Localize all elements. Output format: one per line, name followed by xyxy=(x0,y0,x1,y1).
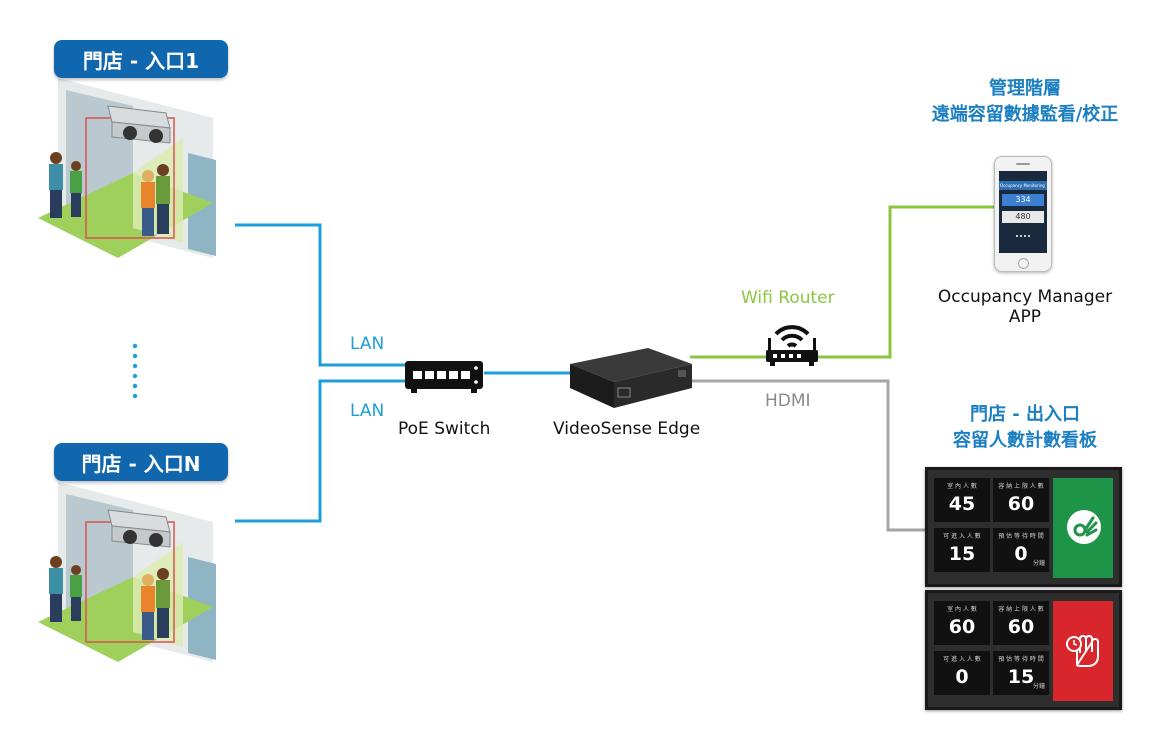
store-entrance-1-label: 門店 - 入口1 xyxy=(54,40,228,78)
occupancy-board-green: 室 內 人 數 45 容 納 上 限 人 數 60 可 進 入 人 數 15 預… xyxy=(925,467,1122,587)
phone-screen: Occupancy Monitoring 334 480 xyxy=(999,171,1047,253)
phone-value-1: 334 xyxy=(1002,194,1044,206)
app-label: Occupancy Manager APP xyxy=(925,287,1125,327)
app-label-line1: Occupancy Manager xyxy=(937,287,1113,307)
cell-value: 45 xyxy=(948,493,976,515)
camera-icon xyxy=(107,105,171,144)
lan-line-bottom xyxy=(235,379,405,523)
stop-hand-clock-icon xyxy=(1066,635,1099,667)
display-title-line2: 容留人數計數看板 xyxy=(953,430,1097,451)
cell-label: 預 估 等 待 時 間 xyxy=(998,656,1044,663)
cell-value: 0 xyxy=(955,666,969,688)
cell-label: 可 進 入 人 數 xyxy=(943,656,981,663)
poe-switch-icon xyxy=(405,361,483,393)
display-title-line1: 門店 - 出入口 xyxy=(969,404,1080,425)
lan-line-top xyxy=(235,223,405,367)
people-icon xyxy=(49,556,170,640)
occupancy-board-red: 室 內 人 數 60 容 納 上 限 人 數 60 可 進 入 人 數 0 預 … xyxy=(925,590,1122,710)
wifi-router-icon xyxy=(766,325,818,366)
cell-label: 預 估 等 待 時 間 xyxy=(998,533,1044,540)
cell-unit: 分鐘 xyxy=(1032,683,1045,690)
board-cell: 可 進 入 人 數 15 xyxy=(934,528,990,572)
cell-value: 60 xyxy=(1007,616,1035,638)
phone-value-2: 480 xyxy=(1002,211,1044,223)
phone-home-button xyxy=(1018,258,1029,269)
hdmi-line xyxy=(690,379,925,532)
ellipsis-dots xyxy=(132,343,138,399)
management-title-line2: 遠端容留數據監看/校正 xyxy=(931,104,1119,125)
cell-label: 室 內 人 數 xyxy=(947,606,977,613)
display-title: 門店 - 出入口 容留人數計數看板 xyxy=(905,402,1145,454)
lan-label-top: LAN xyxy=(350,334,385,354)
hdmi-label: HDMI xyxy=(765,391,811,411)
board-cell: 室 內 人 數 60 xyxy=(934,601,990,645)
wifi-router-label: Wifi Router xyxy=(741,288,835,308)
cell-label: 可 進 入 人 數 xyxy=(943,533,981,540)
cell-value: 60 xyxy=(948,616,976,638)
status-panel-green xyxy=(1053,478,1113,578)
board-cell: 可 進 入 人 數 0 xyxy=(934,651,990,695)
videosense-edge-device-icon xyxy=(570,348,692,408)
cell-label: 容 納 上 限 人 數 xyxy=(998,606,1044,613)
board-cell: 室 內 人 數 45 xyxy=(934,478,990,522)
store-entrance-illustration-n xyxy=(38,482,216,662)
cell-value: 60 xyxy=(1007,493,1035,515)
cell-unit: 分鐘 xyxy=(1032,560,1045,567)
board-cell: 預 估 等 待 時 間 0 分鐘 xyxy=(993,528,1049,572)
people-icon xyxy=(49,152,170,236)
management-title-line1: 管理階層 xyxy=(989,78,1061,99)
board-cell: 容 納 上 限 人 數 60 xyxy=(993,478,1049,522)
poe-switch-label: PoE Switch xyxy=(398,419,491,439)
app-label-line2: APP xyxy=(1008,307,1042,327)
cell-value: 15 xyxy=(1007,666,1035,688)
board-cell: 容 納 上 限 人 數 60 xyxy=(993,601,1049,645)
phone-speaker xyxy=(1016,163,1030,165)
lan-label-bottom: LAN xyxy=(350,401,385,421)
wifi-line xyxy=(690,205,1000,359)
phone-screen-header: Occupancy Monitoring xyxy=(999,181,1047,190)
store-entrance-n-label: 門店 - 入口N xyxy=(54,443,228,481)
status-panel-red xyxy=(1053,601,1113,701)
phone-people-icon xyxy=(1016,229,1030,237)
cell-value: 15 xyxy=(948,543,976,565)
store-entrance-illustration-1 xyxy=(38,78,216,258)
cell-label: 容 納 上 限 人 數 xyxy=(998,483,1044,490)
management-title: 管理階層 遠端容留數據監看/校正 xyxy=(905,76,1145,128)
cell-label: 室 內 人 數 xyxy=(947,483,977,490)
board-cell: 預 估 等 待 時 間 15 分鐘 xyxy=(993,651,1049,695)
smartphone: Occupancy Monitoring 334 480 xyxy=(994,156,1052,272)
cell-value: 0 xyxy=(1014,543,1028,565)
ok-hand-icon xyxy=(1067,510,1101,544)
videosense-edge-label: VideoSense Edge xyxy=(553,419,701,439)
camera-icon xyxy=(107,509,171,548)
